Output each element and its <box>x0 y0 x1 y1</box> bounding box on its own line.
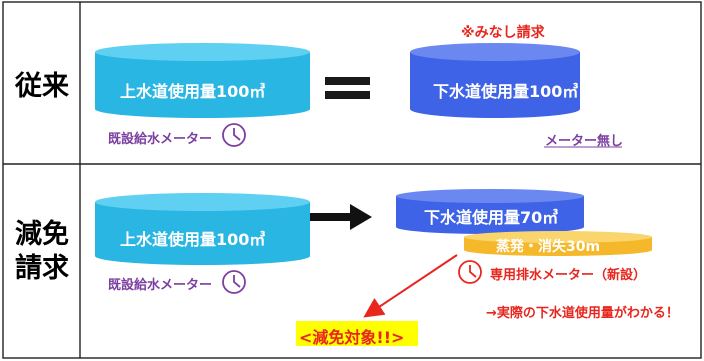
target-highlight <box>296 321 418 346</box>
row-label-conventional: 従来 <box>15 71 69 102</box>
meter-label-1: 既設給水メーター <box>108 132 213 147</box>
row-label-reduction-2: 請求 <box>15 253 69 284</box>
water-supply-cylinder-2 <box>95 193 310 265</box>
drain-meter-label: 専用排水メーター（新設） <box>490 268 647 283</box>
sewer-label-2: 下水道使用量70㎥ <box>424 208 559 227</box>
reduction-target-label: <減免対象!!> <box>299 328 405 347</box>
clock-icon <box>222 123 246 147</box>
water-supply-label-1: 上水道使用量100㎥ <box>120 82 266 101</box>
no-meter-label: メーター無し <box>545 134 624 149</box>
sewer-label-1: 下水道使用量100㎥ <box>433 82 579 101</box>
evaporation-label: 蒸発・消失30m <box>496 239 601 255</box>
deemed-billing-note: ※みなし請求 <box>461 25 545 41</box>
clock-icon <box>458 260 482 284</box>
sewer-cylinder-1 <box>410 43 580 118</box>
equals-icon <box>325 77 370 99</box>
water-supply-label-2: 上水道使用量100㎥ <box>120 230 266 249</box>
red-arrow <box>363 254 458 318</box>
evaporation-cylinder <box>464 231 652 256</box>
water-supply-cylinder-1 <box>95 43 310 118</box>
row-label-reduction-1: 減免 <box>15 219 69 250</box>
clock-icon <box>222 270 246 294</box>
meter-label-2: 既設給水メーター <box>108 278 213 293</box>
sewer-cylinder-2 <box>396 189 584 234</box>
right-arrow-icon <box>310 204 372 230</box>
actual-usage-label: →実際の下水道使用量がわかる！ <box>486 306 679 321</box>
